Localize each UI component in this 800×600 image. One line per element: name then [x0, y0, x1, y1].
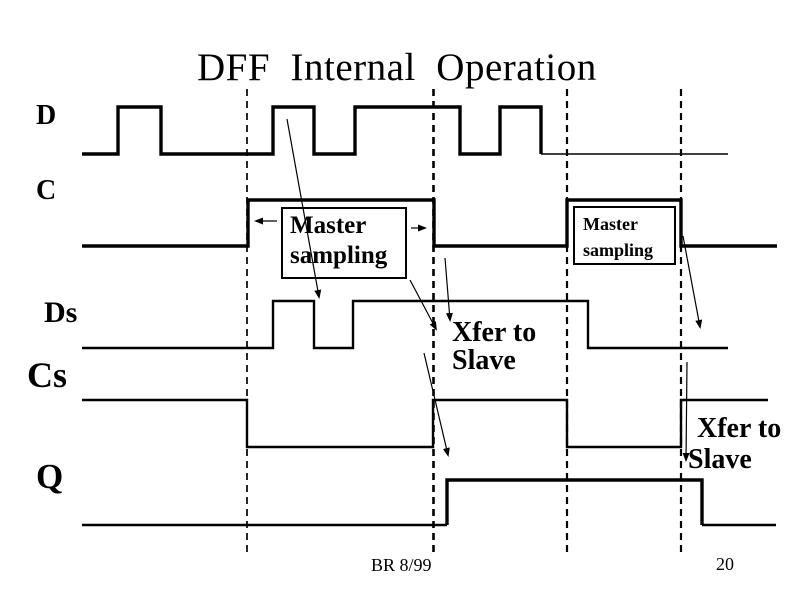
slide-title: DFF Internal Operation — [197, 46, 597, 89]
signal-label-d: D — [36, 100, 57, 131]
waveform-Q-high — [445, 478, 704, 525]
xfer-to-slave-label-2: Xfer to Slave — [688, 413, 782, 475]
master-sampling-box-2: Master sampling — [573, 206, 676, 265]
waveform-Ds — [82, 299, 728, 350]
signal-label-cs: Cs — [27, 355, 68, 395]
arrow-c-to-xfer — [444, 257, 453, 322]
xfer-to-slave-label-1: Xfer to Slave — [452, 317, 537, 376]
waveform-Cs — [82, 398, 768, 449]
master-sampling-label-1: Master sampling — [290, 212, 388, 269]
arrow-to-slave2 — [682, 361, 690, 462]
signal-label-c: C — [36, 175, 57, 206]
master-sampling-label-2: Master sampling — [583, 214, 654, 260]
master-sampling-box-1: Master sampling — [281, 207, 407, 279]
arrow-box1-to-xfer — [409, 279, 437, 331]
arrow-c2-to-ds — [682, 235, 703, 329]
signal-label-ds: Ds — [44, 296, 78, 329]
page-number: 20 — [716, 554, 734, 574]
arrow-xfer-to-q — [423, 352, 450, 457]
waveform-D — [82, 105, 543, 156]
signal-label-q: Q — [36, 457, 64, 496]
footer-credit: BR 8/99 — [371, 555, 432, 575]
